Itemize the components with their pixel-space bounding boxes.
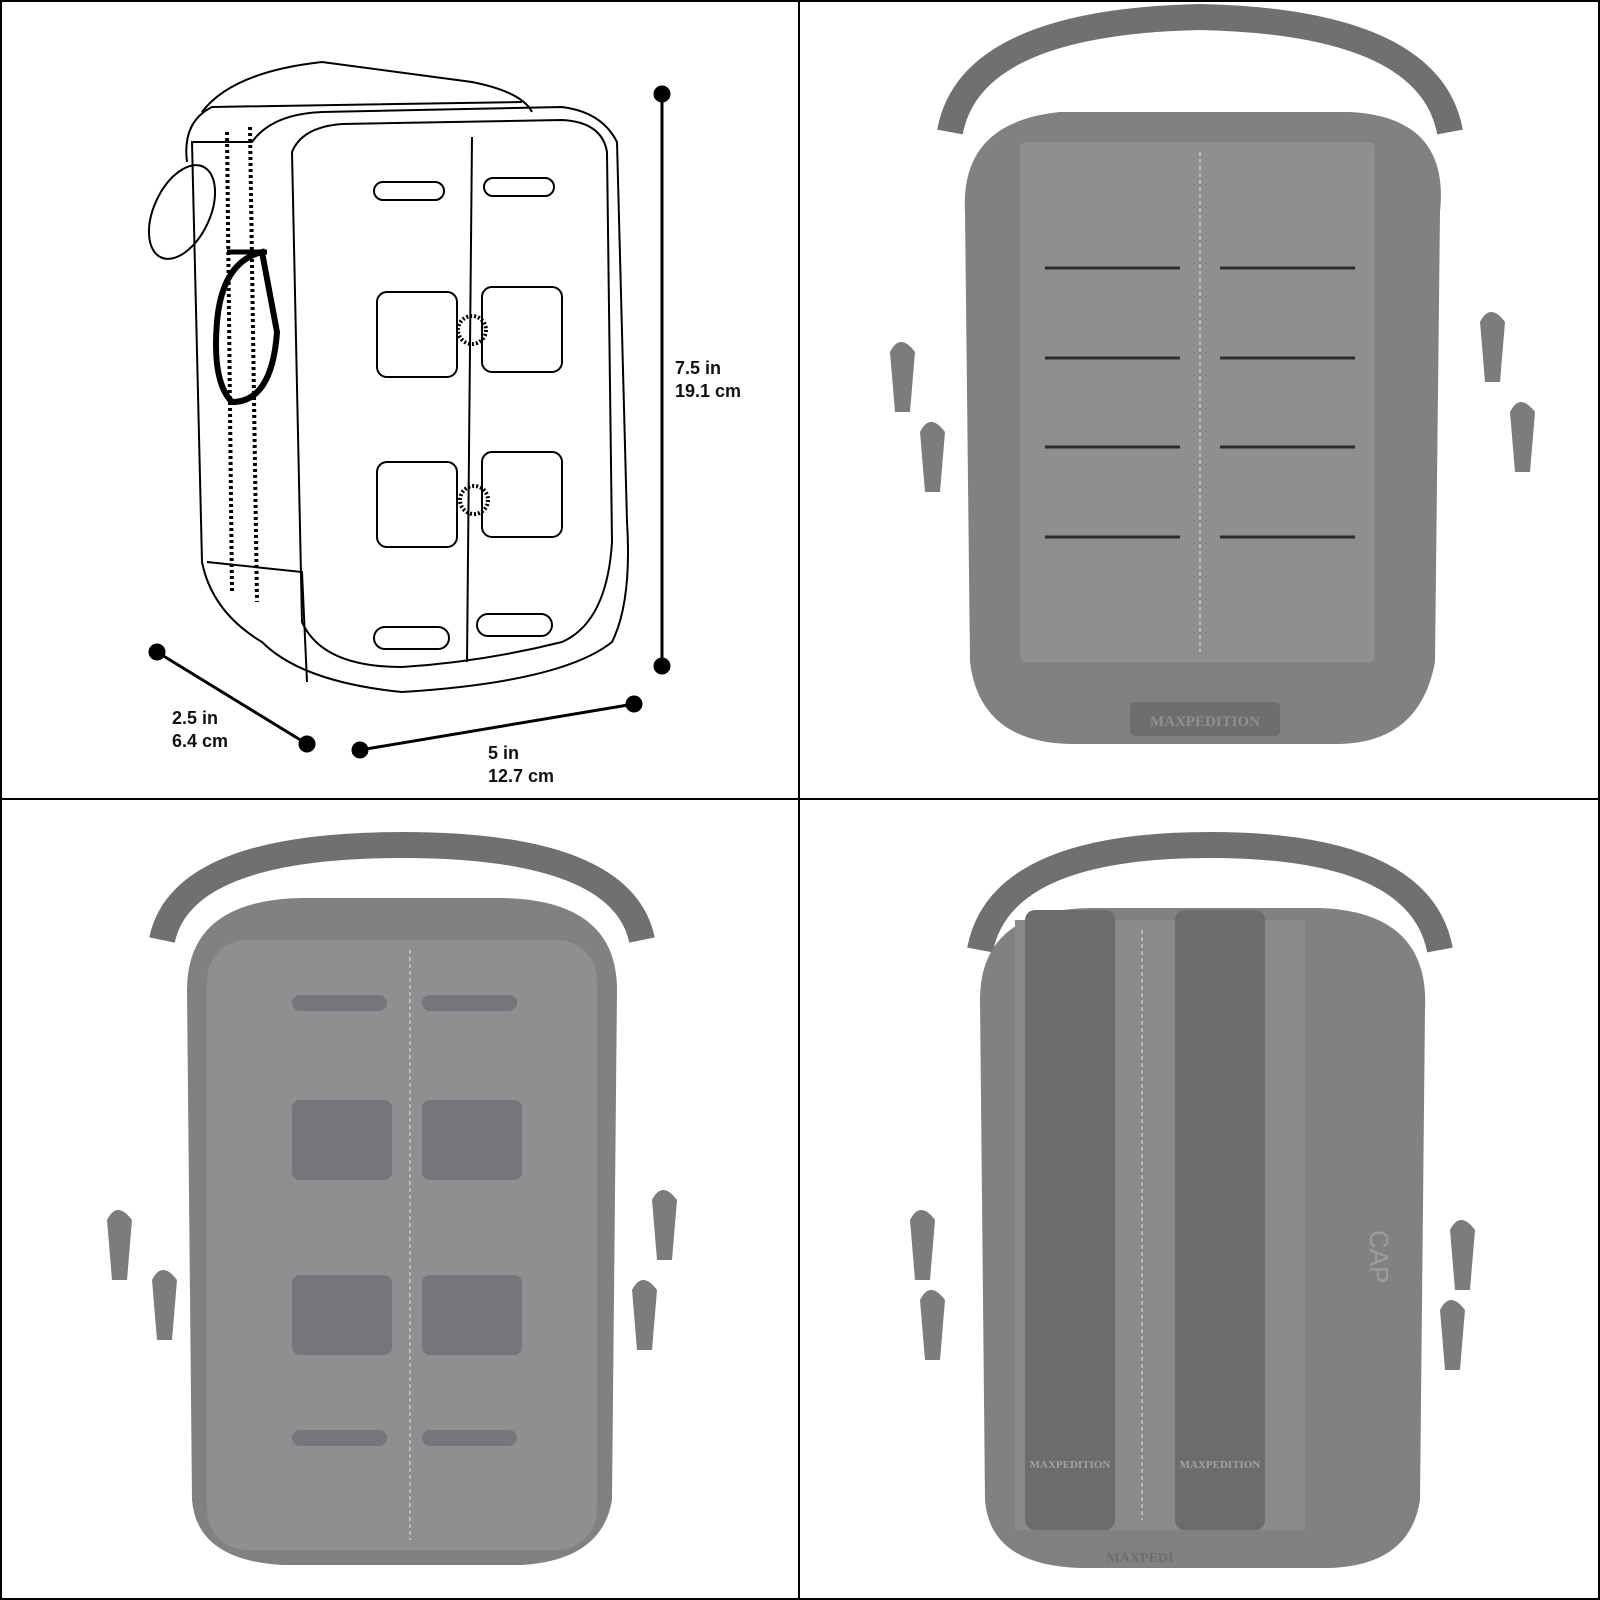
cap-side-text: CAP: [1364, 1230, 1394, 1283]
bottom-logo: MAXPEDI: [1107, 1551, 1174, 1566]
depth-dimension-label: 2.5 in 6.4 cm: [172, 707, 228, 753]
maxpedition-logo: MAXPEDITION: [1150, 714, 1260, 730]
height-dimension-label: 7.5 in 19.1 cm: [675, 357, 741, 403]
dimension-drawing-panel: 7.5 in 19.1 cm 2.5 in 6.4 cm 5 in 12.7 c…: [2, 2, 800, 800]
width-dimension-label: 5 in 12.7 cm: [488, 742, 554, 788]
pouch-front-photo: MAXPEDITION: [890, 3, 1535, 744]
width-cm: 12.7 cm: [488, 766, 555, 786]
depth-cm: 6.4 cm: [172, 731, 229, 751]
pouch-line-drawing: [147, 60, 671, 759]
clip-logo-left: MAXPEDITION: [1030, 1459, 1111, 1471]
pouch-rear-photo: MAXPEDITION MAXPEDITION MAXPEDI CAP: [910, 831, 1475, 1568]
pouch-back-photo: [107, 831, 677, 1565]
depth-inches: 2.5 in: [172, 708, 219, 728]
rear-clip-view-photo: MAXPEDITION MAXPEDITION MAXPEDI CAP: [800, 800, 1598, 1598]
width-inches: 5 in: [488, 743, 520, 763]
back-view-photo: [2, 800, 800, 1598]
front-view-photo: MAXPEDITION: [800, 2, 1598, 800]
height-cm: 19.1 cm: [675, 381, 742, 401]
height-inches: 7.5 in: [675, 358, 722, 378]
clip-logo-right: MAXPEDITION: [1180, 1459, 1261, 1471]
